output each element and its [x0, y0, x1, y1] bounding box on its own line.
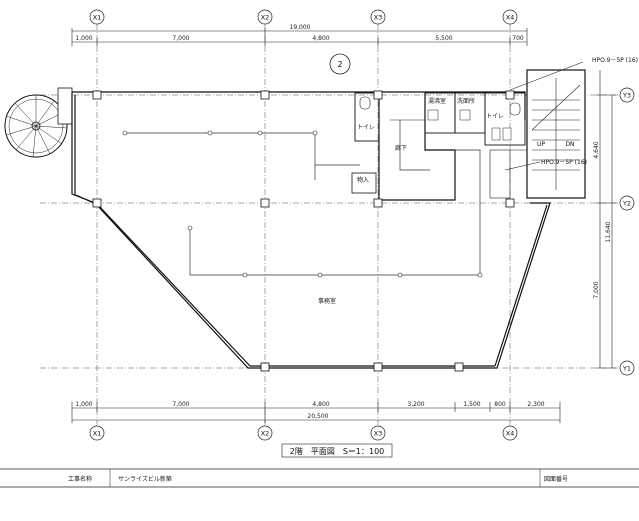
dim-top-total: 19,000 [290, 24, 311, 31]
grid-label-x3-bottom: X3 [374, 430, 383, 438]
project-name: サンライズビル新築 [118, 475, 172, 483]
dim-bottom-seg-7: 2,300 [527, 401, 544, 408]
room-kitchenette: 湯沸室 [428, 97, 446, 105]
stair-enclosure: UP DN HPO.9－5P (16) HPO.9－5P (16) [504, 57, 638, 199]
right-grid-bubbles: Y3 Y2 Y1 [619, 87, 635, 376]
dim-top-seg-4: 5,500 [435, 35, 452, 42]
top-dimensions: 19,000 1,000 7,000 4,800 5,500 700 [71, 24, 528, 46]
project-label: 工事名称 [68, 475, 92, 483]
dim-bottom-total: 20,500 [308, 413, 329, 420]
dim-top-seg-1: 1,000 [75, 35, 92, 42]
dim-bottom-seg-1: 1,000 [75, 401, 92, 408]
grid-label-x1: X1 [93, 14, 102, 22]
title-block: 工事名称 サンライズビル新築 図面番号 [0, 468, 639, 488]
right-dimensions: 4,640 7,000 11,640 [593, 70, 616, 369]
core-rooms: トイレ 廊下 物入 湯沸室 洗面所 トイレ [351, 92, 527, 201]
dim-right-seg-1: 4,640 [593, 141, 600, 158]
grid-label-x3: X3 [374, 14, 383, 22]
structural-columns [92, 90, 515, 372]
grid-label-x2-bottom: X2 [261, 430, 270, 438]
outer-walls [71, 91, 551, 369]
room-washroom: 洗面所 [457, 97, 475, 105]
room-corridor: 廊下 [395, 144, 407, 152]
stair-up-label: UP [537, 141, 545, 148]
bottom-dimensions: 1,000 7,000 4,800 3,200 1,500 800 2,300 … [71, 401, 561, 423]
grid-label-y2: Y2 [622, 200, 631, 208]
room-labels: 事務室 2 [318, 53, 351, 305]
floor-number-bubble: 2 [337, 60, 342, 69]
top-grid-bubbles: X1 X2 X3 X4 [89, 9, 518, 25]
stair-down-label: DN [565, 141, 574, 148]
bottom-grid-bubbles: X1 X2 X3 X4 [89, 425, 518, 441]
dim-bottom-seg-4: 3,200 [407, 401, 424, 408]
spiral-staircase [4, 87, 73, 158]
room-storage: 物入 [357, 176, 369, 184]
lighting-runs [122, 120, 483, 278]
pipe-label-bottom: HPO.9－5P (16) [541, 159, 587, 166]
drawing-number-label: 図面番号 [544, 476, 568, 483]
dim-bottom-seg-6: 800 [494, 401, 506, 408]
sheet-title: 2階 平面図 S＝1：100 [290, 446, 385, 456]
dim-top-seg-5: 700 [512, 35, 524, 42]
dim-bottom-seg-5: 1,500 [463, 401, 480, 408]
room-office: 事務室 [318, 297, 336, 305]
grid-label-x4-bottom: X4 [506, 430, 515, 438]
dim-top-seg-2: 7,000 [172, 35, 189, 42]
dim-right-total: 11,640 [605, 221, 612, 242]
dim-top-seg-3: 4,800 [312, 35, 329, 42]
grid-label-x2: X2 [261, 14, 270, 22]
drawing-title: 2階 平面図 S＝1：100 [281, 443, 393, 458]
room-toilet-left: トイレ [357, 124, 375, 131]
pipe-label-top: HPO.9－5P (16) [592, 57, 638, 64]
dim-bottom-seg-2: 7,000 [172, 401, 189, 408]
grid-label-x4: X4 [506, 14, 515, 22]
dim-right-seg-2: 7,000 [593, 281, 600, 298]
room-toilet-right: トイレ [486, 113, 504, 120]
grid-label-y3: Y3 [622, 92, 631, 100]
grid-label-y1: Y1 [622, 365, 631, 373]
grid-label-x1-bottom: X1 [93, 430, 102, 438]
dim-bottom-seg-3: 4,800 [312, 401, 329, 408]
